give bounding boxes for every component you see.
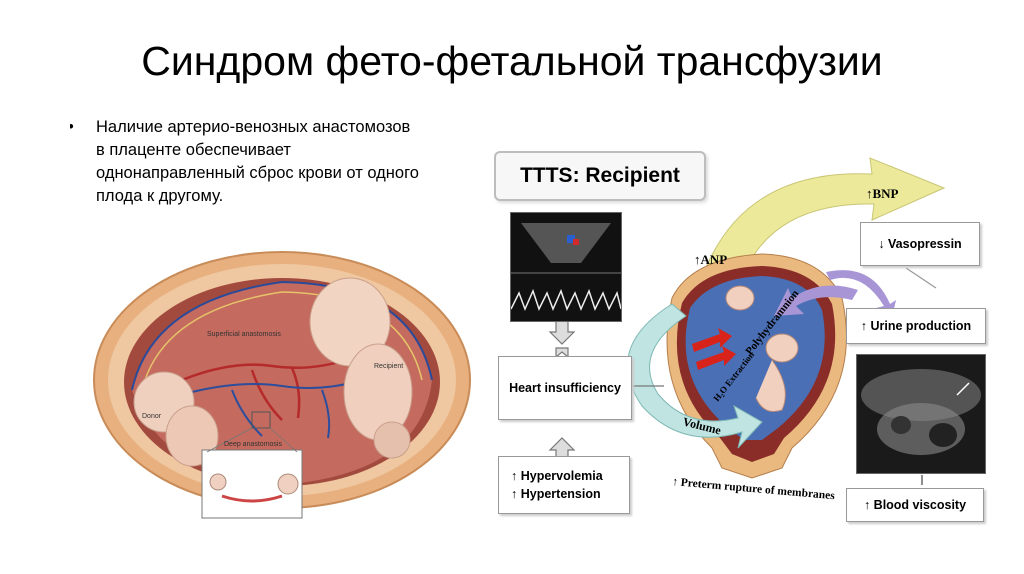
slide-title: Синдром фето-фетальной трансфузии — [141, 38, 883, 84]
bullet-text: Наличие артерио-венозных анастомозов в п… — [96, 118, 419, 205]
placenta-illustration: Superficial anastomosis Recipient Donor … — [92, 240, 472, 525]
hypervolemia-text: ↑ Hypervolemia — [511, 469, 603, 483]
preterm-rupture-label: ↑ Preterm rupture of membranes — [672, 476, 836, 502]
anp-label: ↑ANP — [694, 252, 727, 267]
vasopressin-box: ↓ Vasopressin — [860, 222, 980, 266]
hypertension-text: ↑ Hypertension — [511, 487, 601, 501]
doppler-ultrasound-image — [510, 212, 622, 322]
placenta-drawing: Superficial anastomosis Recipient Donor … — [93, 251, 471, 519]
bullet-marker: • — [70, 116, 74, 139]
ttts-diagram: ↑ANP ↑BNP Polyhydramnion H₂O Extraction … — [492, 148, 1002, 524]
deep-anastomosis-label: Deep anastomosis — [224, 441, 282, 448]
ultrasound-image — [856, 354, 986, 474]
superficial-anastomosis-label: Superficial anastomosis — [207, 331, 281, 338]
bnp-label: ↑BNP — [866, 186, 899, 201]
heart-insufficiency-box: Heart insufficiency — [498, 356, 632, 420]
vasopressin-text: ↓ Vasopressin — [878, 237, 962, 251]
bullet-list: • Наличие артерио-венозных анастомозов в… — [70, 116, 470, 208]
recipient-label: Recipient — [374, 363, 403, 370]
doppler-image-graphic — [511, 213, 621, 321]
blood-viscosity-text: ↑ Blood viscosity — [863, 498, 967, 512]
ultrasound-graphic — [857, 355, 985, 473]
heart-insufficiency-text: Heart insufficiency — [509, 381, 621, 395]
ttts-title-box: TTTS: Recipient — [494, 151, 706, 201]
blood-viscosity-box: ↑ Blood viscosity — [846, 488, 984, 522]
urine-production-text: ↑ Urine production — [860, 319, 972, 333]
urine-production-box: ↑ Urine production — [846, 308, 986, 344]
hypervolemia-hypertension-box: ↑ Hypervolemia ↑ Hypertension — [498, 456, 630, 514]
diagram-graphics: ↑ANP ↑BNP Polyhydramnion H₂O Extraction … — [548, 157, 946, 502]
donor-label: Donor — [142, 413, 162, 420]
